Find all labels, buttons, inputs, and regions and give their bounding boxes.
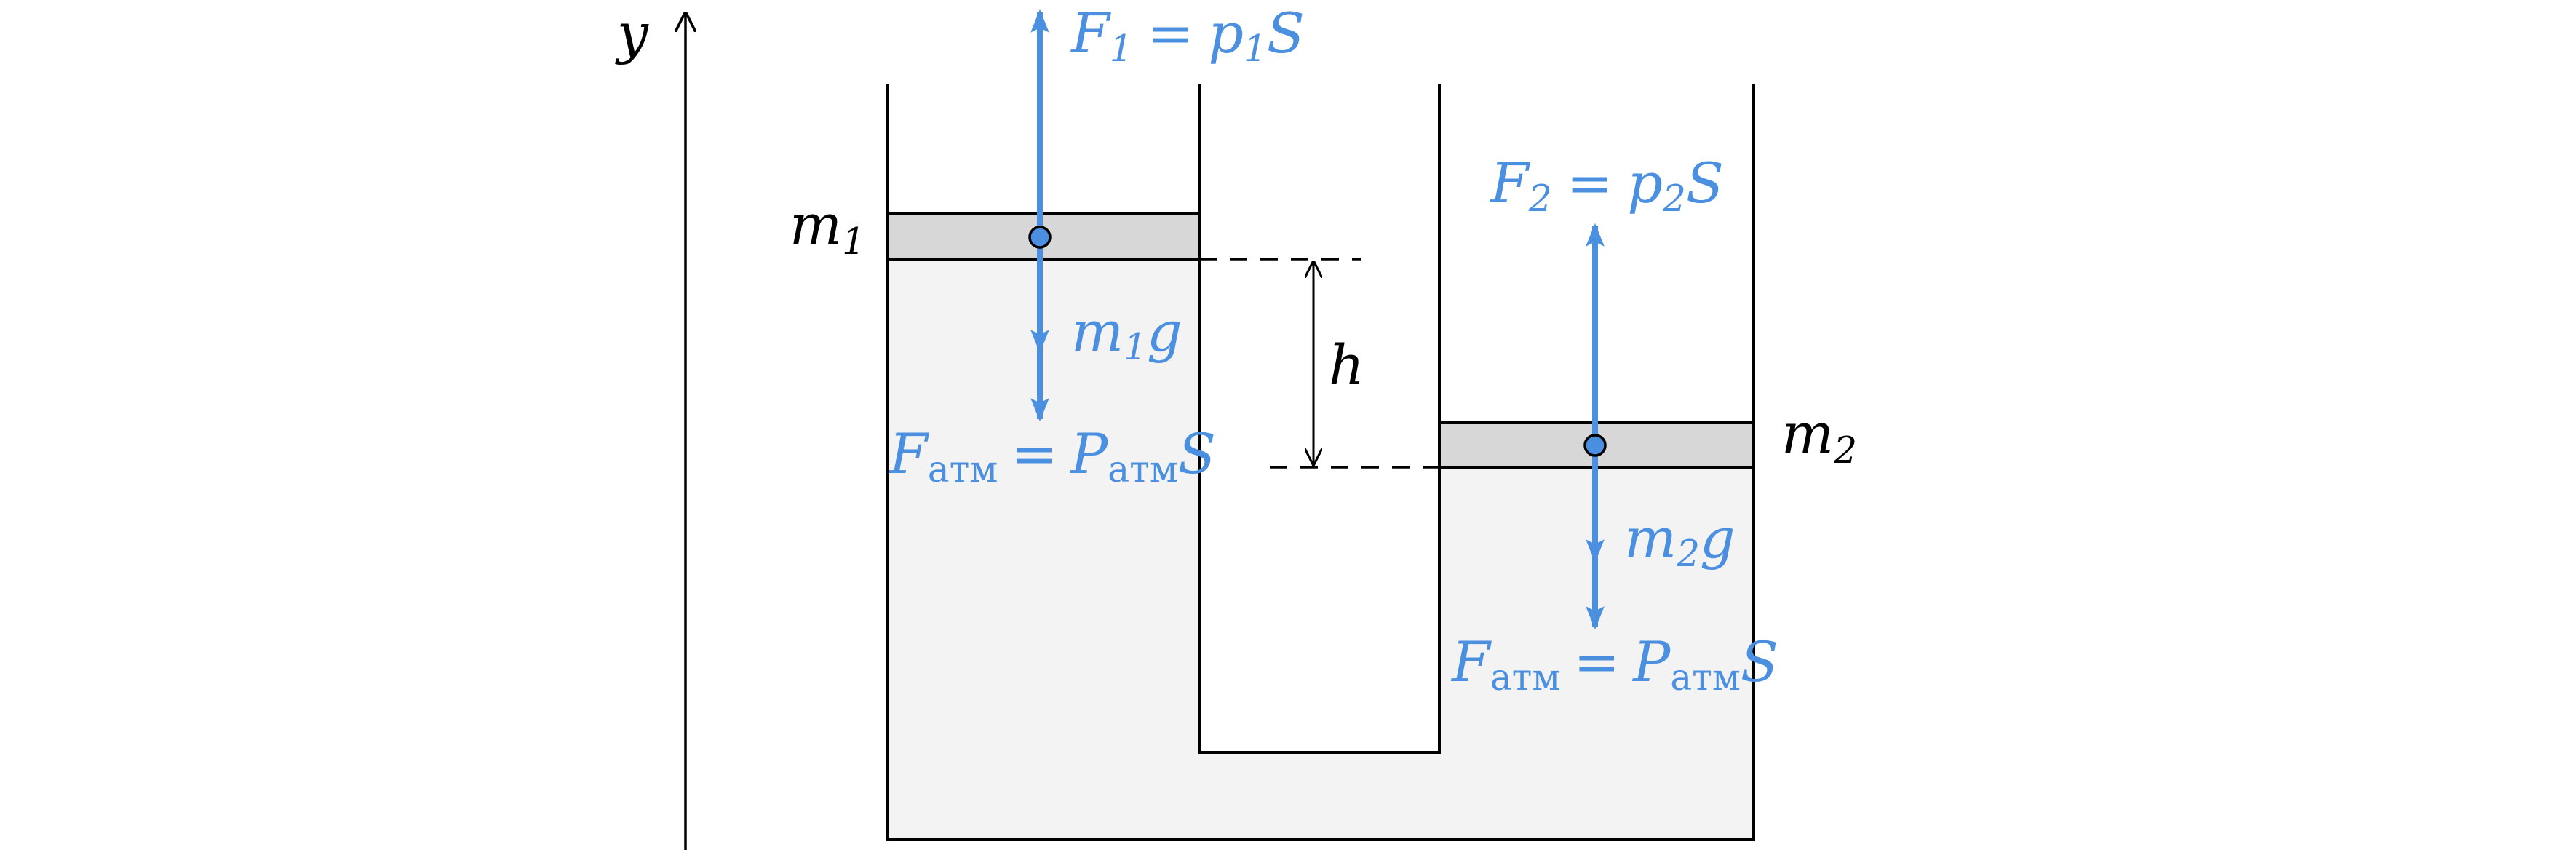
- label-m1: m1: [790, 192, 865, 263]
- liquid: [887, 259, 1754, 840]
- piston-left-center-point: [1028, 226, 1052, 249]
- label-f2: F2=p2S: [1489, 151, 1724, 220]
- label-m1g: m1g: [1071, 299, 1182, 368]
- vessel-outline: [886, 84, 1755, 841]
- label-height: h: [1329, 333, 1364, 397]
- label-fatm-left: Fатм=PатмS: [888, 421, 1216, 490]
- label-f1: F1=p1S: [1070, 1, 1305, 70]
- piston-right-center-point: [1583, 434, 1607, 457]
- label-m2g: m2g: [1624, 506, 1736, 575]
- label-m2: m2: [1781, 401, 1857, 472]
- axis-y-label: y: [615, 1, 649, 65]
- label-fatm-right: Fатм=PатмS: [1450, 629, 1778, 699]
